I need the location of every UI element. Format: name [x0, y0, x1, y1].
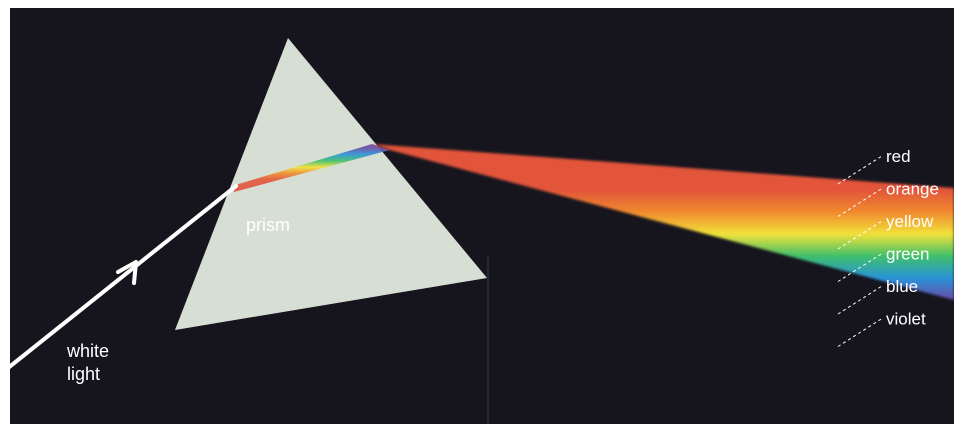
orange-label: orange [886, 180, 939, 199]
blue-label: blue [886, 277, 918, 296]
prism-label: prism [246, 215, 290, 235]
white-light-label-line2: light [67, 364, 100, 384]
violet-label: violet [886, 310, 926, 329]
green-label: green [886, 245, 929, 264]
white-light-label-line1: white [66, 341, 109, 361]
yellow-label: yellow [886, 212, 934, 231]
red-label: red [886, 147, 911, 166]
